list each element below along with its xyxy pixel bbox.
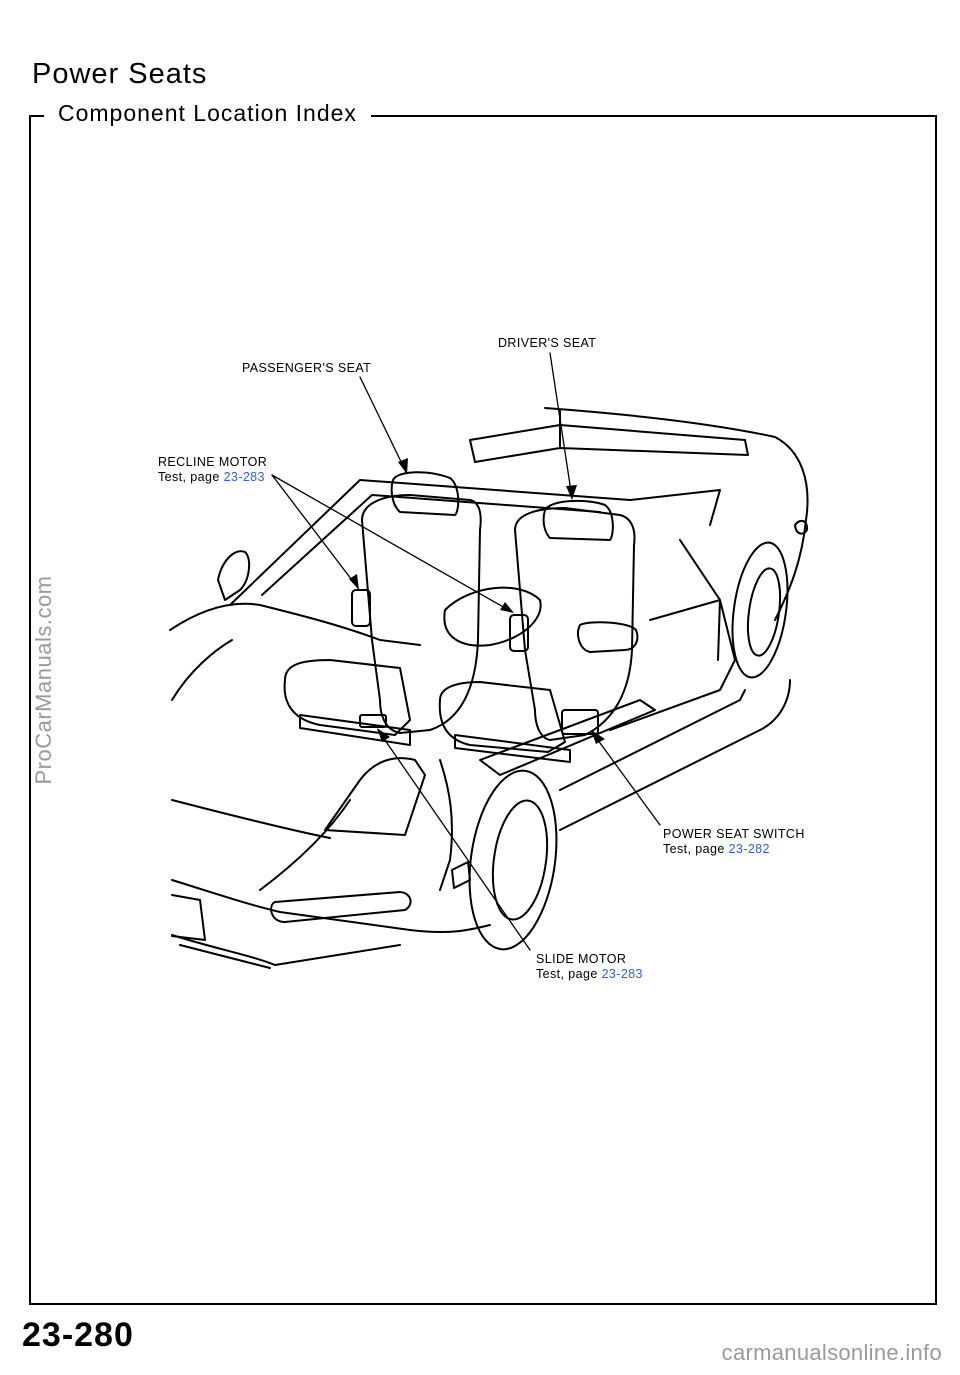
seat-switch — [561, 709, 599, 735]
arrow-power-seat-switch — [591, 730, 605, 744]
bumper-lower — [171, 934, 401, 966]
roof-outline — [544, 407, 809, 621]
drivers-seat-name: DRIVER'S SEAT — [498, 336, 597, 350]
leader-arrowheads — [349, 458, 605, 744]
front-lower — [171, 799, 331, 839]
side-mirror — [217, 550, 251, 601]
leader-recline-motor-b — [271, 474, 513, 613]
windshield-frame — [229, 479, 721, 606]
fuel-door — [794, 519, 809, 535]
slide-motor-test-prefix: Test, page — [536, 967, 598, 981]
arrow-slide-motor — [377, 728, 390, 742]
driver-seat-rail — [454, 734, 571, 763]
page-number: 23-280 — [22, 1316, 134, 1354]
hood-edge — [439, 759, 453, 891]
arrow-passengers-seat — [398, 458, 408, 474]
body-outline — [169, 602, 421, 646]
passenger-cushion — [283, 659, 411, 736]
label-recline-motor: RECLINE MOTOR Test, page 23-283 — [158, 455, 267, 485]
side-marker — [451, 861, 471, 889]
passengers-seat-name: PASSENGER'S SEAT — [242, 361, 372, 375]
label-drivers-seat: DRIVER'S SEAT — [498, 336, 596, 351]
slide-motor — [359, 714, 387, 728]
passenger-headrest — [390, 471, 460, 516]
rear-body-lower — [559, 679, 791, 831]
headlight — [270, 891, 412, 923]
rear-wheel-inner — [746, 567, 782, 657]
windshield-inner — [261, 494, 601, 596]
front-lower-edge — [179, 944, 271, 969]
front-wheel-inner — [491, 799, 549, 921]
label-passengers-seat: PASSENGER'S SEAT — [242, 361, 371, 376]
power-seat-switch-page-link[interactable]: 23-282 — [728, 842, 770, 856]
rear-quarter — [609, 539, 736, 731]
recline-motor-test-prefix: Test, page — [158, 470, 220, 484]
leader-passengers-seat — [359, 376, 407, 473]
leader-drivers-seat — [549, 352, 573, 499]
rear-wheel-outer — [731, 541, 789, 679]
fender-line — [259, 799, 351, 891]
door-line — [649, 599, 721, 661]
watermark-bottom: carmanualsonline.info — [721, 1340, 942, 1365]
front-edge — [171, 879, 491, 934]
driver-cushion — [438, 681, 566, 753]
arrow-drivers-seat — [566, 485, 577, 500]
door-sill — [479, 699, 656, 776]
watermark-left: ProCarManuals.com — [31, 575, 56, 785]
slide-motor-name: SLIDE MOTOR — [536, 952, 627, 966]
hood-left — [171, 639, 233, 701]
steering-wheel — [443, 586, 542, 647]
recline-motor-name: RECLINE MOTOR — [158, 455, 268, 469]
recline-motor-driver — [509, 614, 529, 652]
label-power-seat-switch: POWER SEAT SWITCH Test, page 23-282 — [663, 827, 805, 857]
leader-slide-motor — [377, 729, 531, 951]
driver-headrest — [542, 499, 614, 541]
content-frame — [29, 115, 937, 1305]
recline-motor-passenger — [351, 589, 371, 627]
passenger-seat-back — [361, 494, 482, 734]
leader-power-seat-switch — [591, 731, 661, 826]
driver-seat-back — [514, 507, 636, 741]
armrest — [577, 621, 639, 653]
slide-motor-page-link[interactable]: 23-283 — [601, 967, 643, 981]
rocker-panel — [559, 689, 746, 791]
recline-motor-page-link[interactable]: 23-283 — [223, 470, 265, 484]
label-slide-motor: SLIDE MOTOR Test, page 23-283 — [536, 952, 643, 982]
hood-vent — [324, 757, 426, 836]
power-seat-switch-test-prefix: Test, page — [663, 842, 725, 856]
page-title: Power Seats — [32, 58, 208, 90]
section-subtitle: Component Location Index — [44, 100, 371, 127]
roof-bar — [469, 424, 749, 463]
front-wheel-outer — [468, 769, 558, 951]
arrow-recline-passenger — [349, 574, 359, 590]
bumper-top — [171, 894, 206, 941]
arrow-recline-driver — [500, 602, 514, 613]
passenger-seat-rail — [299, 714, 411, 746]
leader-lines — [271, 352, 661, 951]
power-seat-switch-name: POWER SEAT SWITCH — [663, 827, 805, 841]
leader-recline-motor-a — [271, 474, 359, 589]
